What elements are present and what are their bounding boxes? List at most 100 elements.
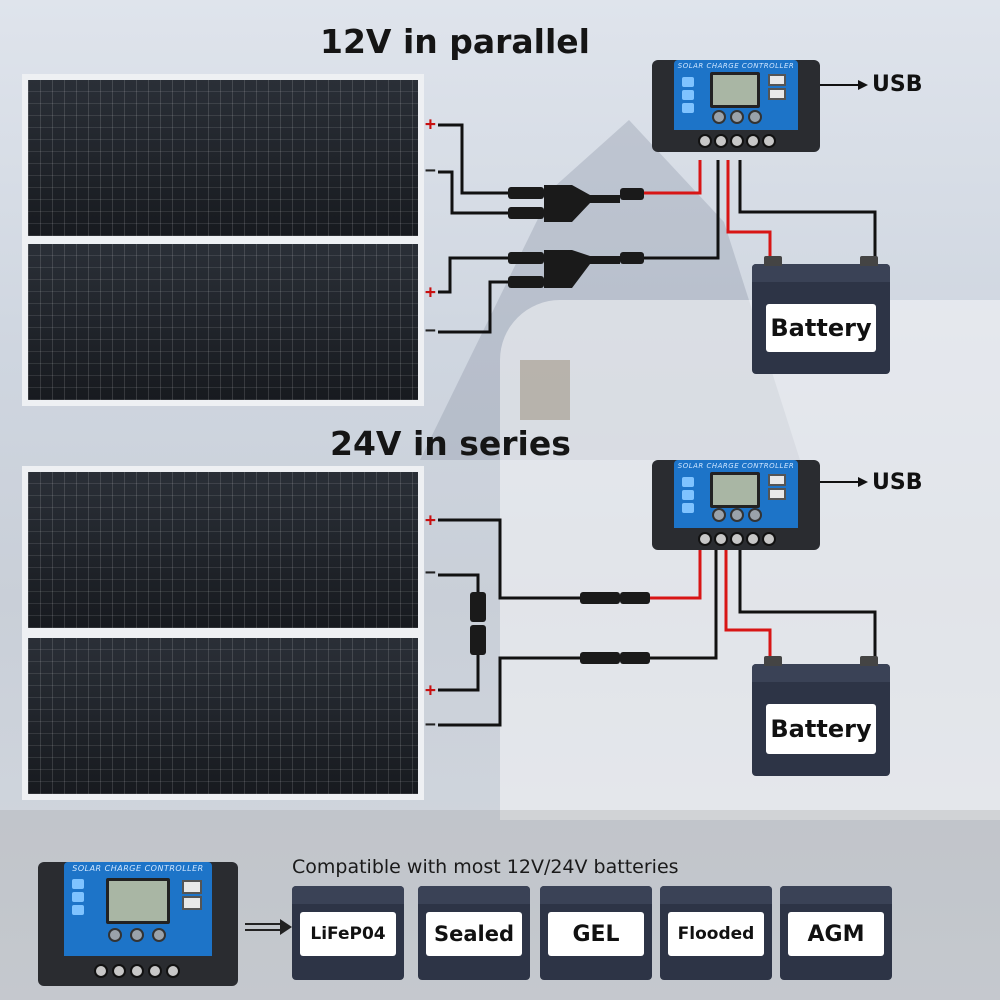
battery-type-label: Sealed [426, 912, 522, 956]
usb-port [182, 880, 202, 894]
controller-status-icons [72, 876, 90, 918]
controller-button [712, 508, 726, 522]
battery-type-flooded: Flooded [660, 886, 772, 980]
controller-terminal [94, 964, 108, 978]
battery: Battery [752, 256, 890, 374]
negative-terminal-mark: − [425, 562, 436, 583]
parallel-batt-pos [726, 160, 772, 258]
mc4-connector [470, 625, 486, 655]
negative-terminal-mark: − [425, 160, 436, 181]
parallel-neg-wire-2 [438, 280, 510, 334]
parallel-combined-neg [640, 160, 720, 260]
controller-terminal [762, 134, 776, 148]
usb-port [182, 896, 202, 910]
controller-lcd-screen [710, 472, 760, 508]
parallel-neg-wire-1 [438, 170, 510, 215]
parallel-pos-wire-1 [438, 123, 510, 195]
controller-header: SOLAR CHARGE CONTROLLER [677, 462, 795, 470]
series-batt-neg [738, 548, 877, 660]
mc4-connector [470, 592, 486, 622]
parallel-pos-wire-2 [438, 256, 510, 294]
series-pos-wire [438, 518, 580, 600]
positive-terminal-mark: + [425, 510, 436, 531]
controller-status-icons [682, 74, 700, 116]
background-camper-window [520, 360, 570, 420]
controller-button [730, 508, 744, 522]
controller-terminal [746, 134, 760, 148]
series-neg-wire [438, 656, 580, 727]
controller-button [712, 110, 726, 124]
solar-panel [22, 74, 424, 242]
controller-terminal [762, 532, 776, 546]
mc4-connector [508, 276, 544, 288]
controller-lcd-screen [106, 878, 170, 924]
mc4-connector [580, 652, 620, 664]
solar-panel [22, 466, 424, 634]
controller-terminal [148, 964, 162, 978]
controller-terminal [698, 532, 712, 546]
controller-terminal [714, 532, 728, 546]
series-link-bottom [438, 650, 480, 692]
positive-terminal-mark: + [425, 114, 436, 135]
series-title: 24V in series [330, 424, 571, 463]
mc4-connector [620, 252, 644, 264]
parallel-batt-neg [738, 160, 877, 258]
series-usb-arrow [858, 477, 868, 487]
battery-type-lifepo4: LiFeP04 [292, 886, 404, 980]
solar-charge-controller: SOLAR CHARGE CONTROLLER [38, 862, 238, 986]
y-branch-connector [544, 185, 620, 222]
usb-label: USB [872, 72, 923, 97]
controller-terminal [698, 134, 712, 148]
controller-button [748, 508, 762, 522]
usb-port [768, 74, 786, 86]
parallel-combined-pos [640, 160, 702, 195]
parallel-usb-arrow [858, 80, 868, 90]
usb-port [768, 474, 786, 486]
solar-charge-controller: SOLAR CHARGE CONTROLLER [652, 460, 820, 550]
controller-terminal [714, 134, 728, 148]
controller-button [748, 110, 762, 124]
usb-label: USB [872, 470, 923, 495]
negative-terminal-mark: − [425, 714, 436, 735]
battery-label: Battery [766, 704, 876, 754]
y-branch-connector [544, 250, 620, 288]
battery-type-label: GEL [548, 912, 644, 956]
series-batt-pos [724, 548, 772, 660]
controller-terminal [112, 964, 126, 978]
battery-type-label: LiFeP04 [300, 912, 396, 956]
mc4-connector [508, 252, 544, 264]
controller-button [130, 928, 144, 942]
compat-arrow-head [280, 919, 292, 935]
solar-panel [22, 632, 424, 800]
battery: Battery [752, 656, 890, 776]
controller-terminal [730, 134, 744, 148]
series-out-pos [650, 548, 702, 600]
battery-type-label: Flooded [668, 912, 764, 956]
battery-label: Battery [766, 304, 876, 352]
battery-type-label: AGM [788, 912, 884, 956]
background-camper [500, 300, 1000, 820]
mc4-connector [508, 207, 544, 219]
usb-port [768, 488, 786, 500]
battery-type-sealed: Sealed [418, 886, 530, 980]
mc4-connector [508, 187, 544, 199]
mc4-connector [620, 652, 650, 664]
controller-status-icons [682, 474, 700, 516]
solar-charge-controller: SOLAR CHARGE CONTROLLER [652, 60, 820, 152]
series-out-neg [650, 548, 718, 660]
controller-button [152, 928, 166, 942]
positive-terminal-mark: + [425, 680, 436, 701]
negative-terminal-mark: − [425, 320, 436, 341]
battery-type-agm: AGM [780, 886, 892, 980]
controller-header: SOLAR CHARGE CONTROLLER [72, 864, 204, 873]
controller-button [730, 110, 744, 124]
mc4-connector [580, 592, 620, 604]
series-link-top [438, 573, 480, 598]
parallel-title: 12V in parallel [320, 22, 590, 61]
usb-port [768, 88, 786, 100]
battery-type-gel: GEL [540, 886, 652, 980]
controller-terminal [130, 964, 144, 978]
mc4-connector [620, 592, 650, 604]
controller-terminal [166, 964, 180, 978]
